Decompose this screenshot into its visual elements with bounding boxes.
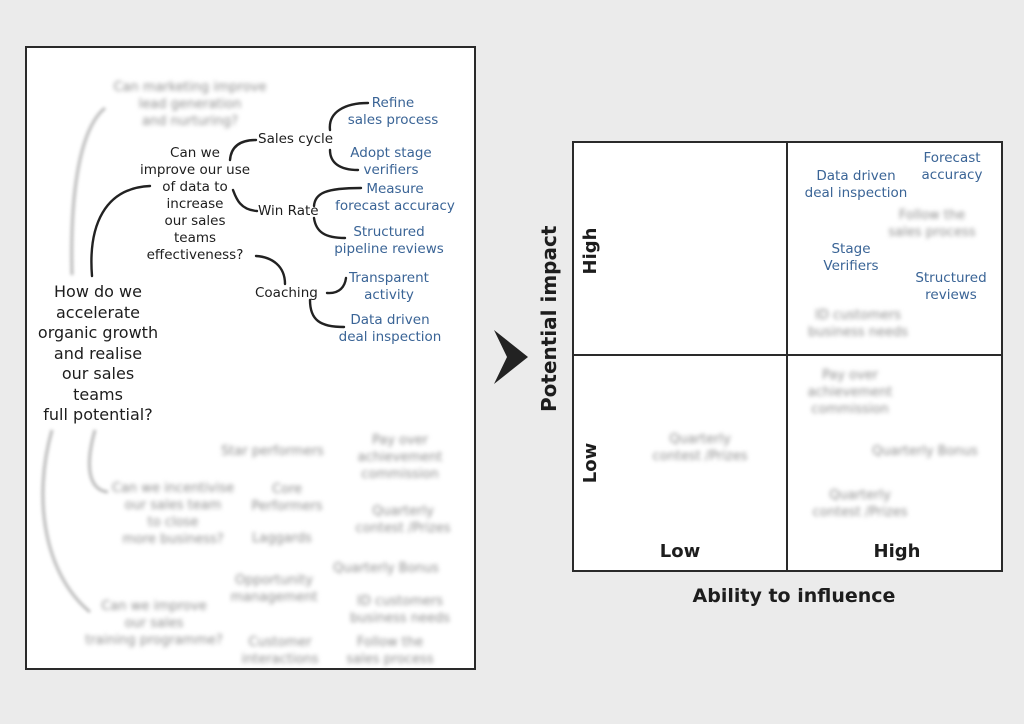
matrix-id-customers: ID customers business needs	[807, 308, 909, 340]
follow-sales-process: Follow the sales process	[346, 635, 434, 667]
issue-tree-panel	[25, 46, 476, 670]
branch-adopt	[328, 148, 360, 172]
coaching-node: Coaching	[255, 285, 318, 301]
matrix-pay-over: Pay over achievement commission	[807, 368, 893, 417]
y-label-low: Low	[580, 442, 601, 484]
branch-data-question	[90, 184, 152, 278]
branch-coaching	[254, 254, 287, 286]
sales-cycle-node: Sales cycle	[258, 131, 334, 147]
matrix-follow-sales-process: Follow the sales process	[888, 208, 976, 240]
matrix-stage-verifiers: Stage Verifiers	[823, 241, 879, 274]
matrix-structured-reviews: Structured reviews	[915, 270, 987, 303]
branch-incentivise	[87, 429, 109, 494]
structured-pipeline-reviews: Structured pipeline reviews	[334, 224, 444, 257]
y-axis-title: Potential impact	[537, 225, 561, 412]
branch-refine	[328, 101, 370, 132]
x-axis-title: Ability to influence	[692, 585, 896, 607]
marketing-question: Can marketing improve lead generation an…	[113, 80, 267, 129]
branch-data-driven	[308, 298, 346, 329]
training-question: Can we improve our sales training progra…	[85, 599, 223, 648]
root-question: How do we accelerate organic growth and …	[37, 282, 159, 424]
branch-win-rate	[231, 188, 259, 213]
matrix-quarterly-bonus: Quarterly Bonus	[872, 444, 978, 459]
y-label-high: High	[580, 227, 601, 275]
incentivise-question: Can we incentivise our sales team to clo…	[111, 481, 235, 547]
data-driven-deal-inspection: Data driven deal inspection	[338, 312, 442, 345]
quarterly-contest: Quarterly contest /Prizes	[355, 504, 451, 536]
branch-transparent	[325, 276, 348, 295]
core-performers: Core Performers	[251, 482, 323, 514]
star-performers: Star performers	[221, 444, 324, 459]
branch-marketing	[70, 106, 106, 276]
laggards: Laggards	[252, 531, 312, 546]
branch-structured	[312, 216, 347, 240]
matrix-data-driven: Data driven deal inspection	[804, 168, 908, 201]
pay-over-achievement: Pay over achievement commission	[357, 433, 443, 482]
measure-forecast-accuracy: Measure forecast accuracy	[335, 181, 455, 214]
branch-sales-cycle	[228, 138, 258, 162]
chevron-right-icon	[494, 330, 528, 384]
branch-training	[41, 429, 91, 614]
matrix-forecast-accuracy: Forecast accuracy	[921, 150, 983, 183]
transparent-activity: Transparent activity	[349, 270, 429, 303]
opportunity-management: Opportunity management	[230, 573, 318, 605]
matrix-quarterly-contest-low: Quarterly contest /Prizes	[652, 432, 748, 464]
data-question: Can we improve our use of data to increa…	[139, 145, 251, 263]
branch-measure	[312, 186, 363, 208]
refine-sales-process: Refine sales process	[347, 95, 439, 128]
matrix-horizontal-divider	[572, 354, 1003, 356]
matrix-quarterly-contest-high: Quarterly contest /Prizes	[812, 488, 908, 520]
customer-interactions: Customer interactions	[241, 635, 319, 667]
id-customers-business-needs: ID customers business needs	[349, 594, 451, 626]
quarterly-bonus: Quarterly Bonus	[333, 561, 439, 576]
win-rate-node: Win Rate	[258, 203, 319, 219]
adopt-stage-verifiers: Adopt stage verifiers	[350, 145, 432, 178]
x-label-high: High	[873, 541, 921, 562]
x-label-low: Low	[659, 541, 701, 562]
matrix-vertical-divider	[786, 141, 788, 572]
